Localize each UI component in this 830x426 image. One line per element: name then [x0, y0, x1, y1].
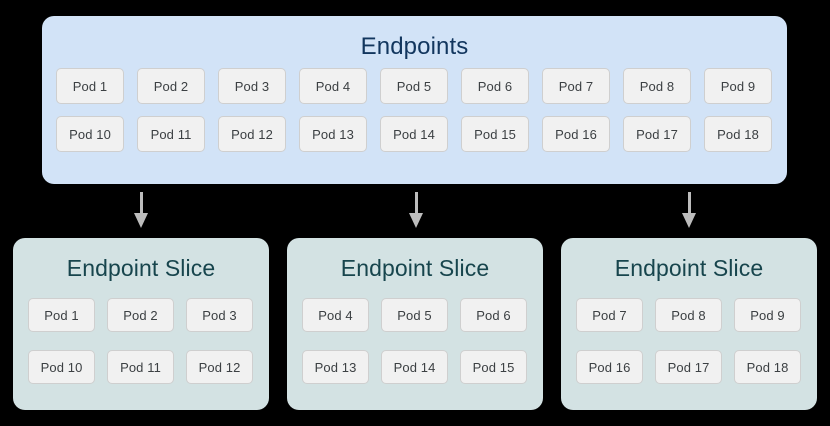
- pod-chip: Pod 11: [107, 350, 174, 384]
- pod-chip: Pod 9: [734, 298, 801, 332]
- pod-chip: Pod 13: [299, 116, 367, 152]
- pod-chip: Pod 12: [186, 350, 253, 384]
- pod-chip: Pod 1: [56, 68, 124, 104]
- pod-chip: Pod 6: [460, 298, 527, 332]
- pod-chip: Pod 13: [302, 350, 369, 384]
- pod-chip: Pod 18: [704, 116, 772, 152]
- endpoint-slice-pod-grid: Pod 1 Pod 2 Pod 3 Pod 10 Pod 11 Pod 12: [28, 298, 254, 384]
- pod-chip: Pod 12: [218, 116, 286, 152]
- pod-chip: Pod 4: [299, 68, 367, 104]
- pod-chip: Pod 8: [623, 68, 691, 104]
- pod-chip: Pod 16: [576, 350, 643, 384]
- pod-chip: Pod 14: [381, 350, 448, 384]
- pod-chip: Pod 3: [186, 298, 253, 332]
- pod-chip: Pod 2: [107, 298, 174, 332]
- pod-chip: Pod 8: [655, 298, 722, 332]
- pod-chip: Pod 5: [381, 298, 448, 332]
- arrow-head: [682, 213, 696, 228]
- pod-chip: Pod 15: [461, 116, 529, 152]
- endpoint-slice-title: Endpoint Slice: [614, 255, 764, 281]
- arrow-to-slice-2-icon: [407, 192, 425, 228]
- endpoints-title: Endpoints: [360, 33, 469, 60]
- pod-chip: Pod 11: [137, 116, 205, 152]
- pod-chip: Pod 18: [734, 350, 801, 384]
- pod-chip: Pod 10: [56, 116, 124, 152]
- pod-chip: Pod 1: [28, 298, 95, 332]
- pod-chip: Pod 15: [460, 350, 527, 384]
- endpoint-slice-title: Endpoint Slice: [340, 255, 490, 281]
- pod-chip: Pod 6: [461, 68, 529, 104]
- pod-chip: Pod 3: [218, 68, 286, 104]
- pod-chip: Pod 10: [28, 350, 95, 384]
- pod-chip: Pod 14: [380, 116, 448, 152]
- arrow-shaft: [415, 192, 418, 216]
- endpoint-slice-pod-grid: Pod 7 Pod 8 Pod 9 Pod 16 Pod 17 Pod 18: [576, 298, 802, 384]
- pod-chip: Pod 9: [704, 68, 772, 104]
- pod-chip: Pod 5: [380, 68, 448, 104]
- pod-chip: Pod 2: [137, 68, 205, 104]
- pod-chip: Pod 7: [542, 68, 610, 104]
- pod-chip: Pod 17: [623, 116, 691, 152]
- arrow-to-slice-3-icon: [680, 192, 698, 228]
- arrow-shaft: [140, 192, 143, 216]
- endpoints-panel: Endpoints Pod 1 Pod 2 Pod 3 Pod 4 Pod 5 Pod 6…: [42, 16, 787, 184]
- pod-chip: Pod 16: [542, 116, 610, 152]
- endpoints-pod-grid: Pod 1 Pod 2 Pod 3 Pod 4 Pod 5 Pod 6 Pod 7 Pod 8…: [56, 68, 773, 152]
- arrow-shaft: [688, 192, 691, 216]
- endpoint-slice-title: Endpoint Slice: [66, 255, 216, 281]
- arrow-to-slice-1-icon: [132, 192, 150, 228]
- arrow-head: [409, 213, 423, 228]
- pod-chip: Pod 17: [655, 350, 722, 384]
- arrow-head: [134, 213, 148, 228]
- endpoint-slice-pod-grid: Pod 4 Pod 5 Pod 6 Pod 13 Pod 14 Pod 15: [302, 298, 528, 384]
- pod-chip: Pod 4: [302, 298, 369, 332]
- pod-chip: Pod 7: [576, 298, 643, 332]
